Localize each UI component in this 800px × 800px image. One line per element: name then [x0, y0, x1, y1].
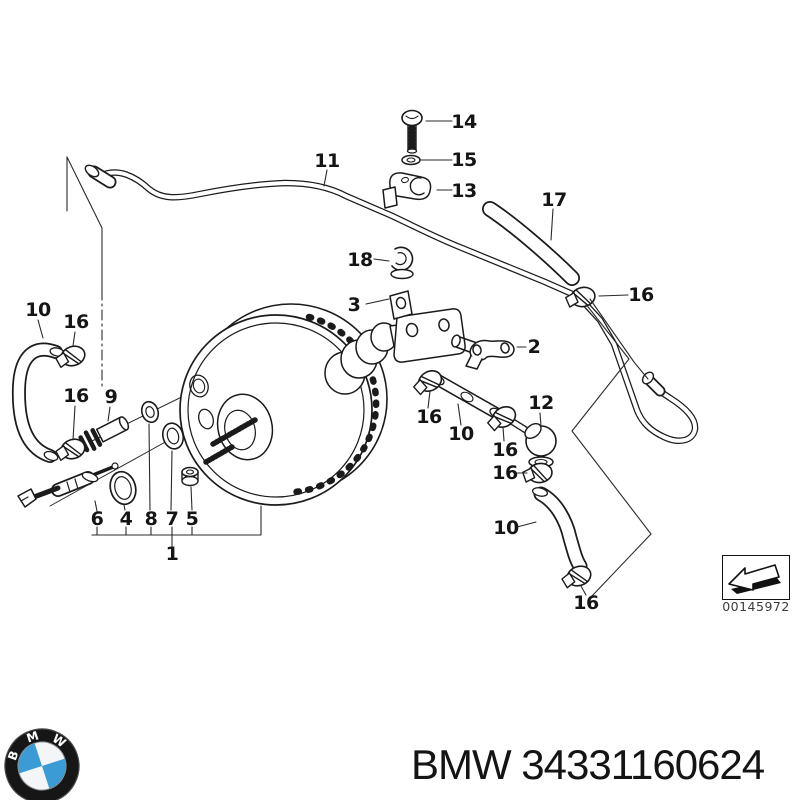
- screw-14: [401, 109, 423, 154]
- callout-15: 15: [451, 149, 477, 171]
- callout-8: 8: [144, 508, 158, 530]
- callout-10-bottom: 10: [493, 517, 519, 539]
- booster-neck-and-bracket: [324, 290, 515, 395]
- ring-8: [140, 400, 160, 424]
- vacuum-pipe-11: [84, 164, 699, 444]
- callout-16-mid-left: 16: [416, 406, 442, 428]
- connector-9: [78, 416, 130, 453]
- callout-18: 18: [347, 249, 373, 271]
- clip-18: [390, 246, 414, 280]
- callout-16-bottom: 16: [573, 592, 599, 614]
- bmw-logo: B M W: [4, 728, 80, 800]
- callout-4: 4: [119, 508, 133, 530]
- holder-plate-3: [389, 290, 413, 320]
- callout-10-middle: 10: [448, 423, 474, 445]
- callout-9: 9: [104, 386, 118, 408]
- nut-5: [181, 466, 199, 487]
- callout-16-mid-right: 16: [492, 439, 518, 461]
- washer-15: [401, 154, 421, 166]
- pushrod-6: [17, 462, 119, 508]
- pictogram-stamp-box: [722, 555, 790, 600]
- leader-lines: [37, 120, 652, 597]
- lever-2: [465, 339, 515, 370]
- callout-12: 12: [528, 392, 554, 414]
- callout-3: 3: [347, 294, 361, 316]
- callout-11: 11: [314, 150, 340, 172]
- callout-16-ball: 16: [492, 462, 518, 484]
- arrow-bottom-left-icon: [728, 564, 781, 594]
- callout-16-left-top: 16: [63, 311, 89, 333]
- o-ring-4: [109, 470, 137, 506]
- part-number-label: BMW 34331160624: [411, 741, 765, 788]
- callout-2: 2: [527, 336, 541, 358]
- hose-10-left: [11, 342, 65, 463]
- callout-14: 14: [451, 111, 477, 133]
- stamp-code: 00145972: [722, 599, 790, 614]
- hose-10-bottom-right: [531, 486, 588, 574]
- brake-booster-body: [179, 303, 388, 506]
- callout-16-left-mid: 16: [63, 385, 89, 407]
- logo-letter-m: M: [25, 728, 41, 745]
- callout-16-top-right: 16: [628, 284, 654, 306]
- logo-letter-b: B: [5, 749, 21, 762]
- section-boundary-lines: [66, 156, 103, 389]
- callout-10-left: 10: [25, 299, 51, 321]
- callout-13: 13: [451, 180, 477, 202]
- clamp-13: [382, 172, 432, 209]
- callout-17: 17: [541, 189, 567, 211]
- vacuum-hose-17: [482, 201, 580, 286]
- callout-5: 5: [185, 508, 199, 530]
- logo-letter-w: W: [50, 731, 69, 750]
- callout-7: 7: [165, 508, 179, 530]
- callout-6: 6: [90, 508, 104, 530]
- callout-1: 1: [165, 543, 179, 565]
- ring-7: [161, 422, 185, 450]
